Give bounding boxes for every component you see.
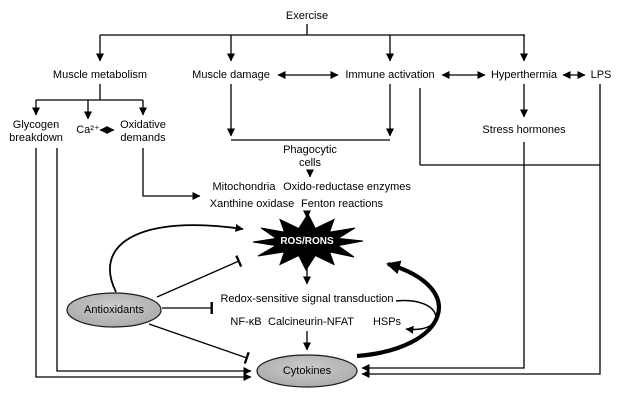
node-phagocytic-cells: Phagocytic cells	[283, 144, 337, 170]
node-nfkb: NF-κB	[230, 316, 262, 328]
node-glycogen-breakdown-line2: breakdown	[9, 132, 63, 144]
inhibit-antioxidants-to-ros	[156, 255, 243, 298]
node-oxidative-demands-line1: Oxidative	[120, 119, 166, 131]
inhibit-antioxidants-to-cytokines	[148, 323, 250, 364]
node-oxidative-demands: Oxidative demands	[120, 119, 166, 145]
node-hyperthermia: Hyperthermia	[490, 69, 558, 81]
node-phagocytic-cells-line2: cells	[298, 157, 321, 169]
arrow-antioxidants-ros-loop	[109, 223, 244, 293]
node-fenton-reactions: Fenton reactions	[301, 198, 383, 210]
arrow-glycogen-to-cytokines	[35, 148, 252, 381]
arrow-redox-hsps-loop	[395, 299, 437, 334]
node-muscle-damage: Muscle damage	[192, 69, 270, 81]
node-stress-hormones: Stress hormones	[482, 124, 566, 136]
cytokines-ellipse	[256, 354, 358, 388]
node-oxido-reductase-enzymes: Oxido-reductase enzymes	[283, 181, 411, 193]
arrow-metabolism-to-cytokines	[56, 148, 252, 375]
node-oxidative-demands-line2: demands	[120, 132, 166, 144]
node-calcineurin-nfat: Calcineurin-NFAT	[268, 316, 354, 328]
node-immune-activation: Immune activation	[345, 69, 435, 81]
node-ros-rons: ROS/RONS	[280, 236, 334, 247]
arrow-lps-to-cytokines	[361, 84, 601, 378]
node-glycogen-breakdown-line1: Glycogen	[12, 119, 60, 131]
antioxidants-ellipse	[66, 292, 162, 328]
node-phagocytic-cells-line1: Phagocytic	[283, 144, 337, 156]
node-muscle-metabolism: Muscle metabolism	[52, 69, 148, 81]
node-mitochondria: Mitochondria	[212, 181, 276, 193]
node-exercise: Exercise	[285, 10, 329, 22]
arrow-stress-hormones-to-cytokines	[361, 142, 525, 372]
node-antioxidants: Antioxidants	[84, 304, 144, 316]
ros-rons-starburst	[252, 212, 364, 272]
node-lps: LPS	[590, 69, 612, 81]
node-glycogen-breakdown: Glycogen breakdown	[9, 119, 63, 145]
node-redox-signal-transduction: Redox-sensitive signal transduction	[220, 293, 394, 305]
arrow-cytokines-to-ros-feedback	[356, 260, 441, 359]
node-cytokines: Cytokines	[282, 365, 332, 377]
node-calcium: Ca²⁺	[76, 124, 100, 136]
node-xanthine-oxidase: Xanthine oxidase	[209, 198, 295, 210]
arrow-oxidative-to-mitochondria	[142, 148, 201, 200]
node-hsps: HSPs	[372, 316, 402, 328]
